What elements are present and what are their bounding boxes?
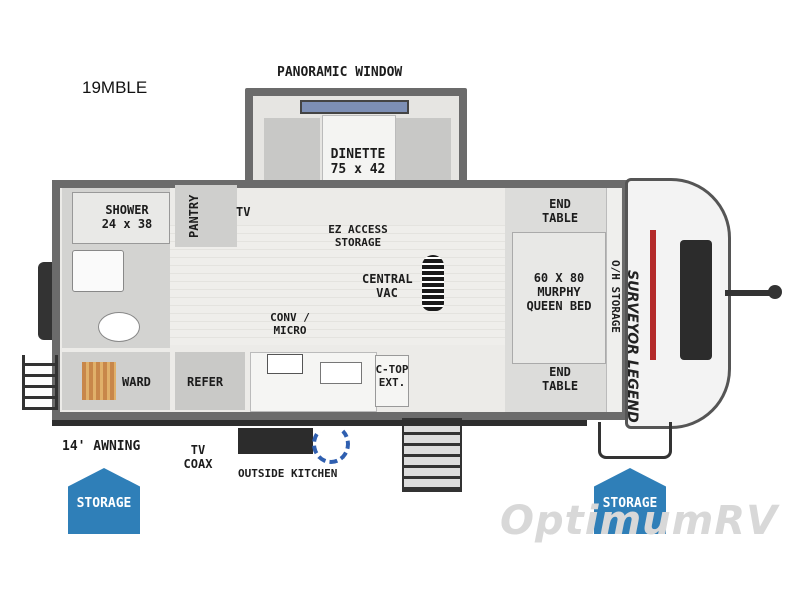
hitch <box>725 290 775 296</box>
toilet <box>98 312 140 342</box>
wardrobe-hangers <box>82 362 116 400</box>
overhead-storage-strip <box>606 188 621 412</box>
ctop-ext-label: C-TOP EXT. <box>375 363 409 389</box>
awning-bar <box>52 420 587 426</box>
panoramic-window-label: PANORAMIC WINDOW <box>277 65 403 80</box>
shower-label: SHOWER 24 x 38 <box>101 203 153 231</box>
rear-bumper <box>38 262 52 340</box>
front-cap-window <box>680 240 712 360</box>
ward-label: WARD <box>122 375 151 389</box>
end-table-top-label: END TABLE <box>541 197 579 225</box>
oh-storage-label: O/H STORAGE <box>609 260 622 333</box>
storage-badge-right-label: STORAGE <box>602 496 658 511</box>
bed-mattress <box>512 232 606 364</box>
bed-label: 60 X 80 MURPHY QUEEN BED <box>526 271 592 313</box>
brand-logo-surveyor: SURVEYOR LEGEND <box>624 270 640 423</box>
conv-micro-label: CONV / MICRO <box>270 311 310 337</box>
refer-label: REFER <box>187 375 224 389</box>
central-vac-label: CENTRAL VAC <box>362 272 413 300</box>
tv-coax-label: TV COAX <box>183 443 213 471</box>
outside-kitchen-hose <box>312 424 350 464</box>
wardrobe <box>62 352 170 410</box>
outside-kitchen-label: OUTSIDE KITCHEN <box>238 467 338 480</box>
ez-access-storage-label: EZ ACCESS STORAGE <box>328 223 388 249</box>
sink <box>72 250 124 292</box>
refrigerator <box>175 352 245 410</box>
stove <box>267 354 303 374</box>
panoramic-window-strip <box>300 100 409 114</box>
boot-print-icon <box>422 255 444 311</box>
front-cap-red-stripe <box>650 230 656 360</box>
entry-steps <box>402 418 462 492</box>
tv-label: TV <box>236 205 251 219</box>
front-cap <box>625 178 731 429</box>
kitchen-sink <box>320 362 362 384</box>
model-name: 19MBLE <box>82 78 148 97</box>
hitch-coupler <box>768 285 782 299</box>
dinette-label: DINETTE 75 x 42 <box>330 147 386 177</box>
storage-badge-left-label: STORAGE <box>76 496 132 511</box>
outside-kitchen-unit <box>238 428 313 454</box>
pantry <box>175 185 237 247</box>
pantry-label: PANTRY <box>187 194 201 238</box>
front-jack-plate <box>598 422 672 459</box>
watermark-logo: OptimumRV <box>500 498 779 544</box>
shower-stall <box>72 192 170 244</box>
counter-top-extension <box>375 355 409 407</box>
end-table-bottom-label: END TABLE <box>541 365 579 393</box>
rear-ladder <box>22 355 58 410</box>
awning-label: 14' AWNING <box>62 439 141 454</box>
